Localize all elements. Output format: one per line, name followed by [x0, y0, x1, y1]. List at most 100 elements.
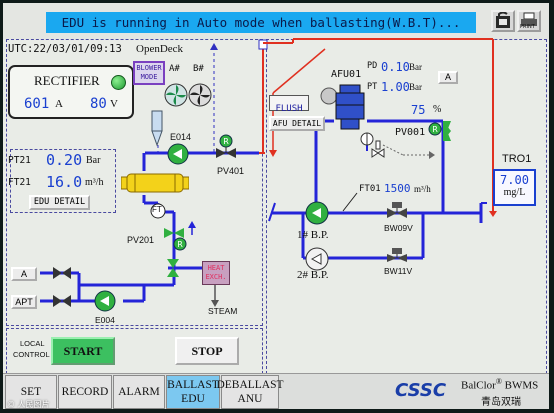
ft-label: FT [152, 205, 162, 214]
a-indicator[interactable]: A [11, 267, 37, 281]
pv401-label: PV401 [217, 166, 245, 176]
pt21-unit: Bar [86, 155, 101, 166]
flush-button[interactable]: FLUSH [269, 95, 309, 114]
tro-display: 7.00 mg/L [493, 169, 536, 206]
tab-alarm-line1: ALARM [118, 386, 160, 398]
product-label: BalClor [461, 379, 496, 392]
printer-icon [521, 12, 537, 26]
rectifier-voltage-unit: V [110, 98, 118, 110]
flush-label: FLUSH [275, 104, 303, 114]
tab-set-line1: SET [20, 386, 42, 398]
rectifier-status-lamp [111, 75, 126, 90]
fan-b-label: B# [193, 64, 204, 74]
afu-a-label: A [444, 72, 451, 82]
apt-indicator-label: APT [15, 297, 33, 307]
rectifier-voltage-value: 80 [90, 96, 107, 112]
pv201-label: PV201 [127, 235, 155, 245]
tab-record[interactable]: RECORD [58, 375, 112, 409]
unlock-button[interactable] [491, 10, 515, 32]
bp2-pump-icon[interactable] [305, 247, 329, 271]
local-control-line2: CONTROL [13, 350, 50, 359]
pt21-value: 0.20 [46, 151, 83, 169]
afu-a-indicator[interactable]: A [438, 71, 458, 84]
apt-indicator[interactable]: APT [11, 295, 37, 309]
sensor-box [10, 149, 116, 213]
bw09v-label: BW09V [384, 223, 413, 233]
ft01-value: 1500 [384, 182, 411, 195]
ft21-label: FT21 [8, 177, 31, 188]
pv001-valve-icon[interactable]: R [427, 119, 457, 143]
bp1-pump-icon[interactable] [305, 201, 329, 225]
rectifier-title: RECTIFIER [34, 73, 100, 88]
cyclone-separator-icon [151, 110, 163, 147]
steam-label: STEAM [208, 306, 238, 316]
tab-deballast-line2: ANU [237, 393, 263, 405]
ft21-unit: m³/h [85, 177, 104, 188]
registered-mark: ® [495, 377, 502, 386]
tab-set[interactable]: SET [5, 375, 57, 409]
pd-label: PD [367, 61, 378, 71]
datetime: UTC:22/03/01/09:13 [8, 43, 122, 55]
heat-exch-line1: HEAT [207, 264, 225, 272]
padlock-icon [496, 11, 510, 28]
tab-ballast-line1: BALLAST [167, 379, 219, 391]
tab-record-line1: RECORD [61, 386, 109, 398]
start-label: START [63, 344, 103, 358]
afu-percent-unit: % [433, 104, 442, 115]
bw11v-valve-icon[interactable] [385, 247, 409, 271]
svg-text:R: R [177, 240, 183, 249]
stop-label: STOP [191, 344, 223, 358]
afu-percent-value: 75 [411, 103, 426, 117]
deck-label: OpenDeck [136, 43, 184, 55]
pd-value: 0.10 [381, 60, 410, 74]
rectifier-current-value: 601 [24, 96, 50, 112]
start-button[interactable]: START [51, 337, 115, 365]
tab-deballast-line1: DEBALLAST [216, 379, 284, 391]
bw09v-valve-icon[interactable] [385, 201, 409, 225]
fan-b-icon[interactable] [188, 83, 212, 107]
eo14-heat-exchanger-icon [121, 173, 189, 193]
tab-alarm[interactable]: ALARM [113, 375, 165, 409]
afu01-filter-icon[interactable] [333, 83, 367, 133]
local-control-line1: LOCAL [20, 339, 45, 348]
svg-text:R: R [432, 125, 438, 134]
eo14-label: E014 [170, 132, 192, 142]
tab-ballast-edu[interactable]: BALLAST EDU [166, 375, 220, 409]
pv201-valve-icon[interactable]: R [161, 225, 191, 251]
tro-unit: mg/L [503, 187, 526, 198]
cssc-logo: CSSC [395, 380, 447, 401]
tro-value: 7.00 [500, 173, 529, 187]
edu-detail-button[interactable]: EDU DETAIL [29, 195, 90, 210]
apt-line-valve-icon[interactable] [51, 293, 73, 309]
pv001-label: PV001 [395, 127, 426, 138]
print-button[interactable]: PRINT [517, 10, 541, 32]
rectifier-box[interactable]: RECTIFIER 601 A 80 V [8, 65, 134, 119]
a-line-valve-icon[interactable] [51, 265, 73, 281]
a-indicator-label: A [20, 269, 27, 279]
afu-detail-button[interactable]: AFU DETAIL [269, 116, 325, 131]
eo14-pump-icon[interactable] [167, 143, 189, 165]
eo04-label: E004 [95, 315, 115, 325]
blower-mode-line1: BLOWER [136, 64, 162, 72]
fan-a-label: A# [169, 64, 180, 74]
blower-mode-button[interactable]: BLOWER MODE [133, 61, 165, 85]
afu01-label: AFU01 [331, 69, 362, 80]
ft01-label: FT01 [359, 184, 381, 194]
fan-a-icon[interactable] [164, 83, 188, 107]
stop-button[interactable]: STOP [175, 337, 239, 365]
pt-label: PT [367, 82, 378, 92]
heat-exchanger-box[interactable]: HEAT EXCH. [202, 261, 230, 285]
ft-sensor-icon [150, 203, 166, 219]
steam-valve-icon[interactable] [165, 257, 181, 279]
edu-region [6, 39, 263, 326]
bp1-label: 1# B.P. [297, 229, 329, 241]
sample-valve-icon [360, 132, 385, 158]
pv401-valve-icon[interactable]: R [214, 134, 238, 164]
tab-deballast-anu[interactable]: DEBALLAST ANU [216, 375, 284, 409]
pt21-label: PT21 [8, 155, 31, 166]
heat-exch-line2: EXCH. [205, 273, 227, 281]
watermark: © 人民图片 [7, 400, 50, 409]
eo04-pump-icon[interactable] [94, 290, 116, 312]
pt-value: 1.00 [381, 80, 410, 94]
system-piping [258, 38, 497, 260]
